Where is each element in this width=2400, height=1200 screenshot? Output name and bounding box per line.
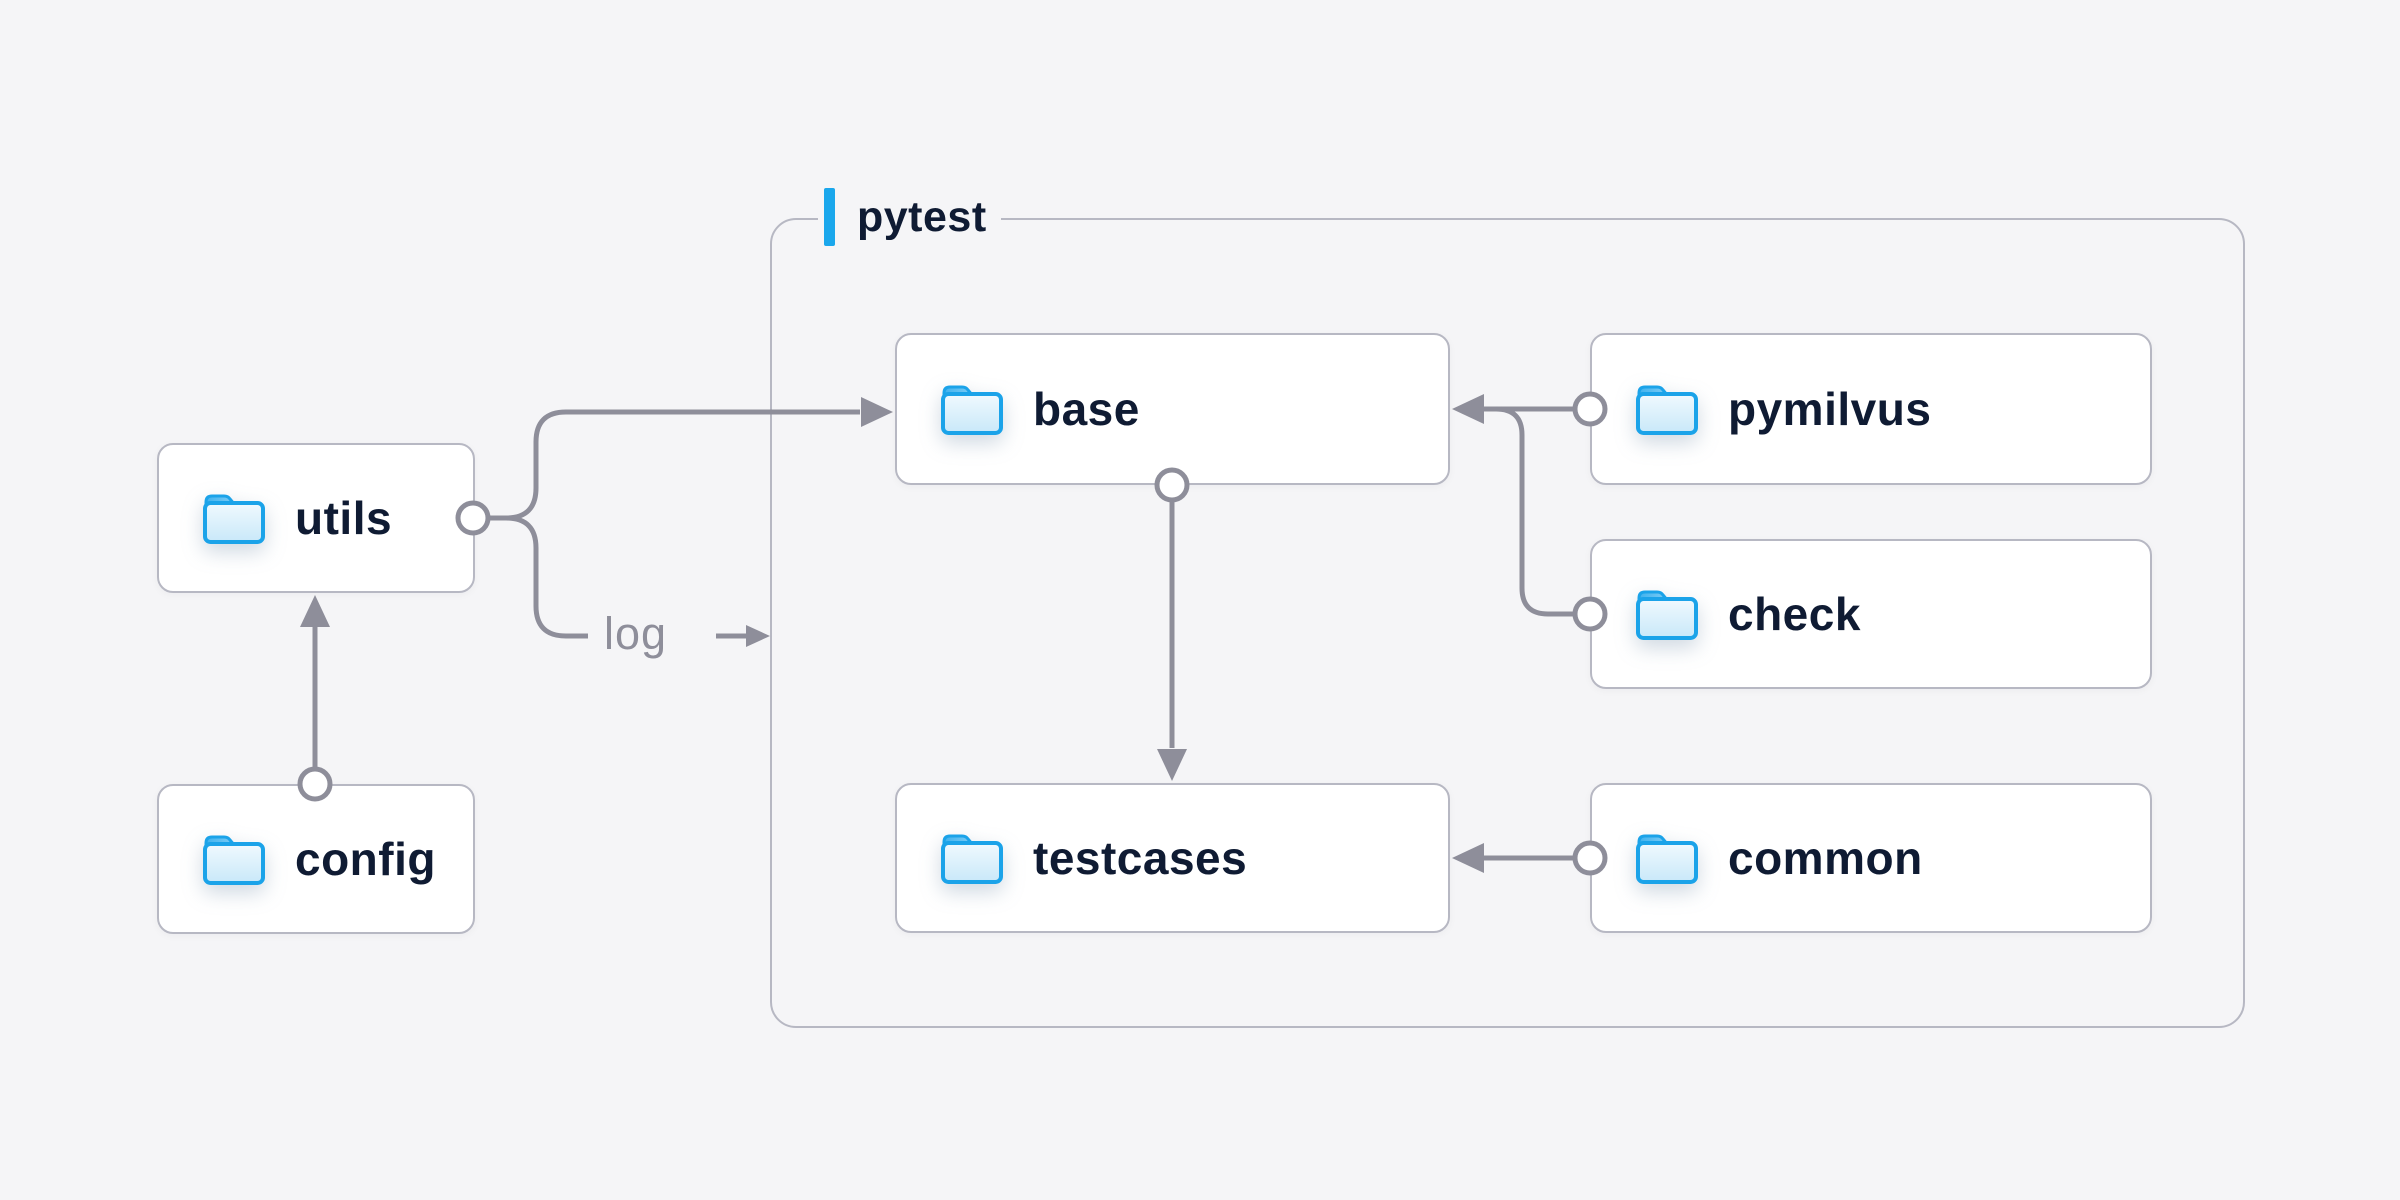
- pytest-group-label: pytest: [818, 186, 1001, 248]
- node-config-label: config: [295, 833, 436, 885]
- arrowhead-config-utils: [300, 595, 330, 627]
- node-base-label: base: [1033, 383, 1140, 435]
- node-utils: utils: [157, 443, 475, 593]
- folder-icon: [1634, 585, 1700, 643]
- folder-icon: [201, 830, 267, 888]
- node-utils-label: utils: [295, 492, 393, 544]
- node-pymilvus: pymilvus: [1590, 333, 2152, 485]
- folder-icon: [939, 380, 1005, 438]
- arrowhead-log-container: [746, 625, 770, 647]
- pytest-container: [770, 218, 2245, 1028]
- node-testcases-label: testcases: [1033, 832, 1248, 884]
- pytest-label-text: pytest: [857, 192, 987, 241]
- node-check-label: check: [1728, 588, 1861, 640]
- node-check: check: [1590, 539, 2152, 689]
- folder-icon: [201, 489, 267, 547]
- edge-utils-log: [488, 515, 588, 639]
- folder-icon: [1634, 380, 1700, 438]
- node-config: config: [157, 784, 475, 934]
- accent-bar-icon: [824, 188, 835, 246]
- node-base: base: [895, 333, 1450, 485]
- node-common: common: [1590, 783, 2152, 933]
- node-testcases: testcases: [895, 783, 1450, 933]
- log-edge-label: log: [604, 608, 668, 659]
- folder-icon: [939, 829, 1005, 887]
- node-common-label: common: [1728, 832, 1923, 884]
- folder-icon: [1634, 829, 1700, 887]
- node-pymilvus-label: pymilvus: [1728, 383, 1932, 435]
